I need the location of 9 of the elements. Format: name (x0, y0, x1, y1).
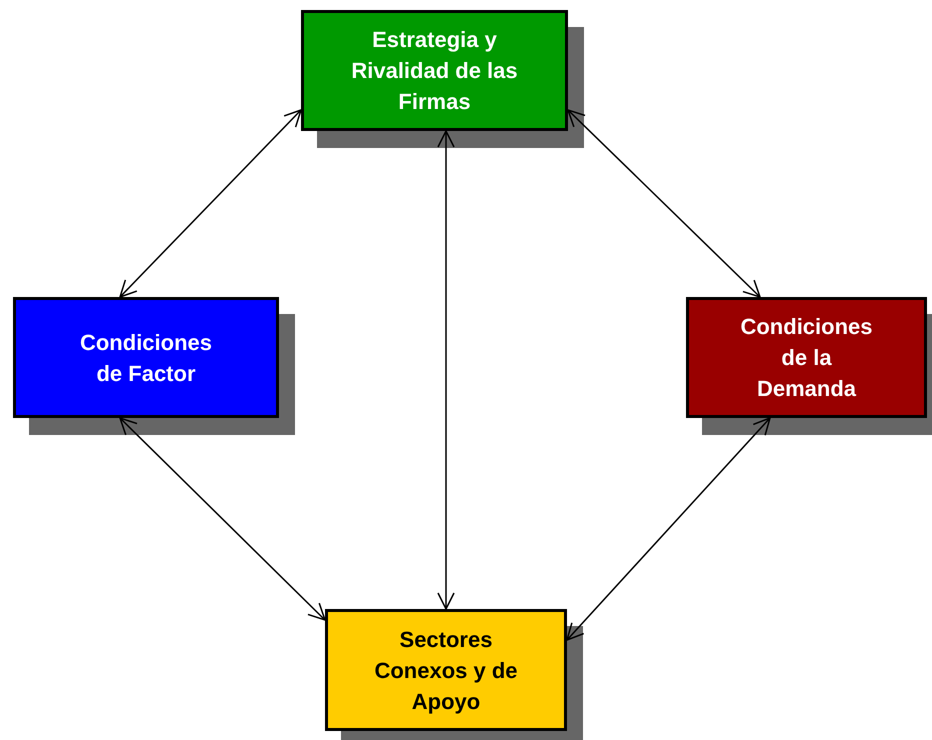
double-arrow (567, 109, 761, 298)
double-arrow (119, 109, 302, 298)
double-arrow (566, 417, 771, 641)
box-label: Estrategia y Rivalidad de las Firmas (350, 26, 519, 116)
box-label: Condiciones de Factor (78, 328, 213, 388)
double-arrow (119, 417, 326, 621)
double-arrow (437, 130, 455, 610)
box-label: Sectores Conexos y de Apoyo (373, 626, 519, 716)
box-label: Condiciones de la Demanda (739, 313, 874, 403)
